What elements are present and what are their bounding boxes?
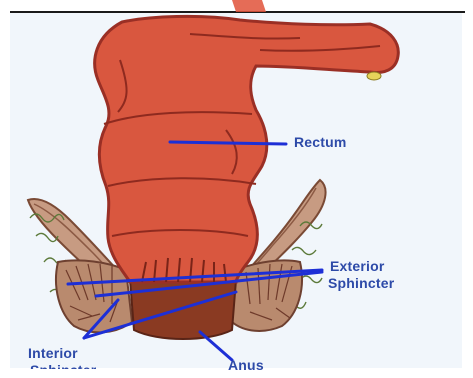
cropped-top-shape — [232, 0, 266, 12]
rectum-leader — [170, 142, 286, 144]
label-rectum: Rectum — [294, 134, 347, 150]
left-sphincter-mass — [56, 260, 132, 332]
rectum-body — [95, 16, 399, 282]
label-anus: Anus — [228, 357, 264, 373]
label-interior-sphincter-line1: Interior — [28, 345, 78, 361]
label-exterior-sphincter-line2: Sphincter — [328, 275, 394, 291]
colon-end-blob — [367, 72, 381, 80]
label-exterior-sphincter-line1: Exterior — [330, 258, 385, 274]
